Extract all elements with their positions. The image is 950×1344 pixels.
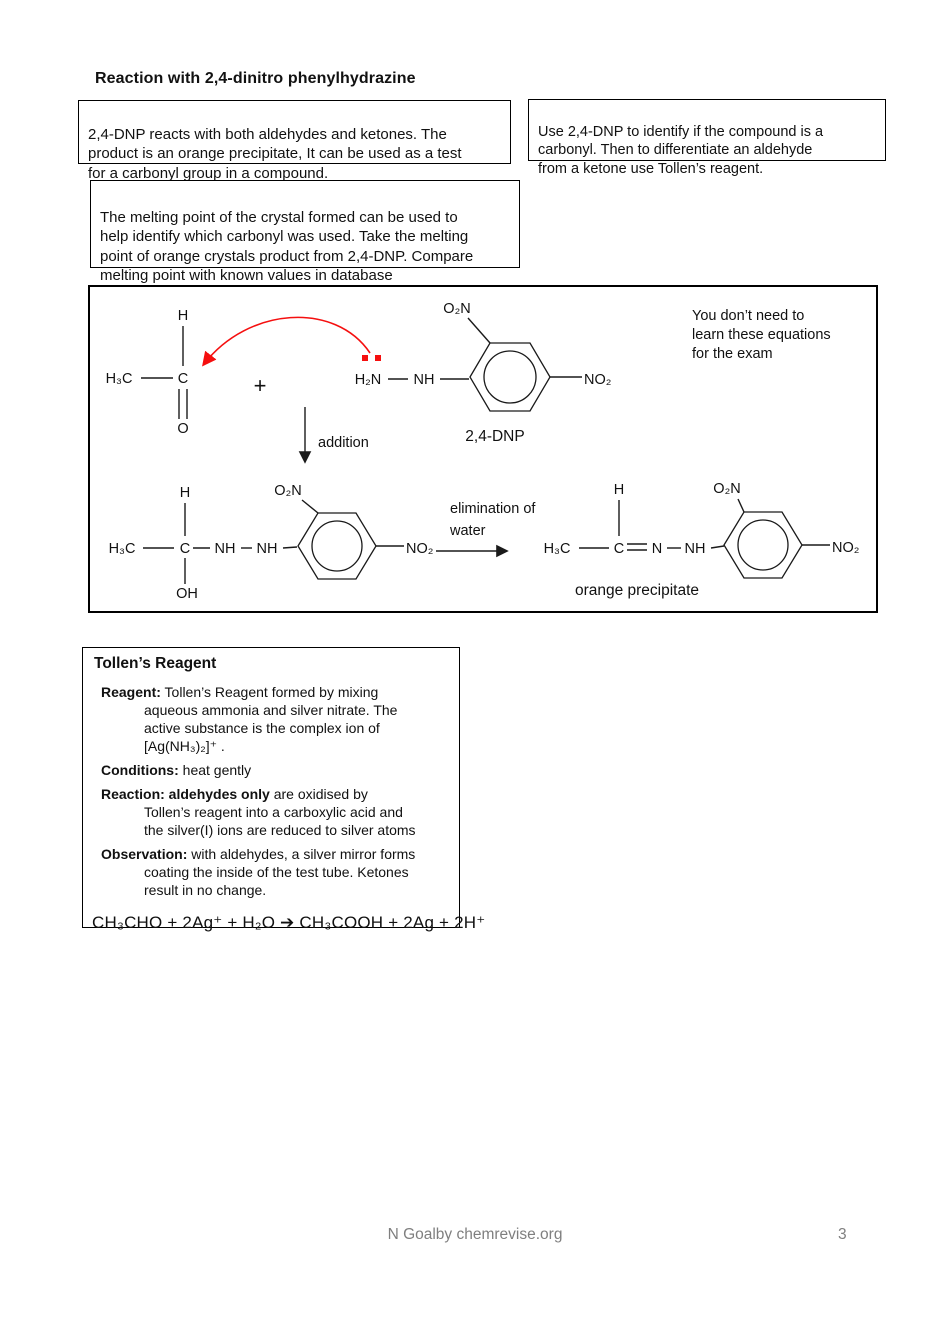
svg-text:H: H <box>614 482 624 498</box>
footer-credit: N Goalby chemrevise.org <box>387 1226 563 1243</box>
svg-text:H₃C: H₃C <box>106 371 133 387</box>
svg-text:H₃C: H₃C <box>544 541 571 557</box>
dnp-structure: H₂N NH O₂N NO₂ 2,4-DNP <box>355 301 612 445</box>
ethanal-structure: H H₃C C O <box>106 308 189 437</box>
melting-point-text: The melting point of the crystal formed … <box>100 208 474 285</box>
benzene-ring <box>297 512 377 580</box>
svg-text:C: C <box>614 541 624 557</box>
reaction-scheme: H H₃C C O + H₂N NH <box>106 301 860 602</box>
svg-text:You don’t need to: You don’t need to <box>692 308 804 324</box>
page-number: 3 <box>838 1226 847 1243</box>
intermediate-structure: H H₃C C NH NH OH O₂N NO₂ <box>109 483 434 602</box>
orange-precipitate-label: orange precipitate <box>575 582 699 599</box>
svg-text:for the exam: for the exam <box>692 346 773 362</box>
tollens-title: Tollen’s Reagent <box>94 655 217 672</box>
svg-text:C: C <box>180 541 190 557</box>
svg-text:water: water <box>449 523 486 539</box>
reaction-scheme-box: H H₃C C O + H₂N NH <box>88 285 878 613</box>
tollens-box: Tollen’s Reagent Reagent: Tollen’s Reage… <box>82 647 485 932</box>
svg-text:O: O <box>177 421 188 437</box>
svg-text:O₂N: O₂N <box>713 481 740 497</box>
usage-box: Use 2,4-DNP to identify if the compound … <box>528 99 886 177</box>
svg-text:C: C <box>178 371 188 387</box>
svg-text:NO₂: NO₂ <box>406 541 433 557</box>
svg-text:learn these equations: learn these equations <box>692 327 831 343</box>
dnp-label: 2,4-DNP <box>465 428 524 445</box>
svg-text:H₃C: H₃C <box>109 541 136 557</box>
elimination-label: elimination of <box>450 501 536 517</box>
svg-text:NH: NH <box>257 541 278 557</box>
svg-text:OH: OH <box>176 586 198 602</box>
lone-pair-dots <box>362 355 381 361</box>
plus-sign: + <box>254 373 267 398</box>
svg-text:NH: NH <box>685 541 706 557</box>
tollens-entry-reagent: Reagent: Tollen’s Reagent formed by mixi… <box>101 684 398 754</box>
tollens-entry-conditions: Conditions: heat gently <box>101 762 252 778</box>
page-title: Reaction with 2,4-dinitro phenylhydrazin… <box>95 70 416 87</box>
svg-text:NH: NH <box>215 541 236 557</box>
benzene-ring <box>723 511 803 579</box>
elimination-arrow: elimination of water <box>436 501 536 558</box>
curly-arrow <box>202 316 371 367</box>
usage-text: Use 2,4-DNP to identify if the compound … <box>538 123 824 178</box>
svg-text:NO₂: NO₂ <box>584 372 611 388</box>
exam-note: You don’t need to learn these equations … <box>692 308 831 362</box>
intro-text: 2,4-DNP reacts with both aldehydes and k… <box>88 125 462 182</box>
product-structure: H H₃C C N NH O₂N NO₂ orange prec <box>544 481 860 599</box>
addition-label: addition <box>318 435 369 451</box>
tollens-equation: CH₃CHO + 2Ag⁺ + H₂O ➔ CH₃COOH + 2Ag + 2H… <box>92 913 486 932</box>
addition-arrow: addition <box>298 407 369 464</box>
benzene-ring <box>469 342 551 412</box>
svg-text:N: N <box>652 541 662 557</box>
intro-box: 2,4-DNP reacts with both aldehydes and k… <box>78 100 511 182</box>
svg-text:NO₂: NO₂ <box>832 540 859 556</box>
svg-text:H: H <box>180 485 190 501</box>
melting-point-box: The melting point of the crystal formed … <box>90 180 520 284</box>
svg-text:NH: NH <box>414 372 435 388</box>
tollens-entry-reaction: Reaction: aldehydes only are oxidised by… <box>101 786 416 838</box>
svg-text:O₂N: O₂N <box>274 483 301 499</box>
tollens-entry-observation: Observation: with aldehydes, a silver mi… <box>101 846 416 898</box>
svg-text:H₂N: H₂N <box>355 372 382 388</box>
svg-text:H: H <box>178 308 188 324</box>
svg-text:O₂N: O₂N <box>443 301 470 317</box>
